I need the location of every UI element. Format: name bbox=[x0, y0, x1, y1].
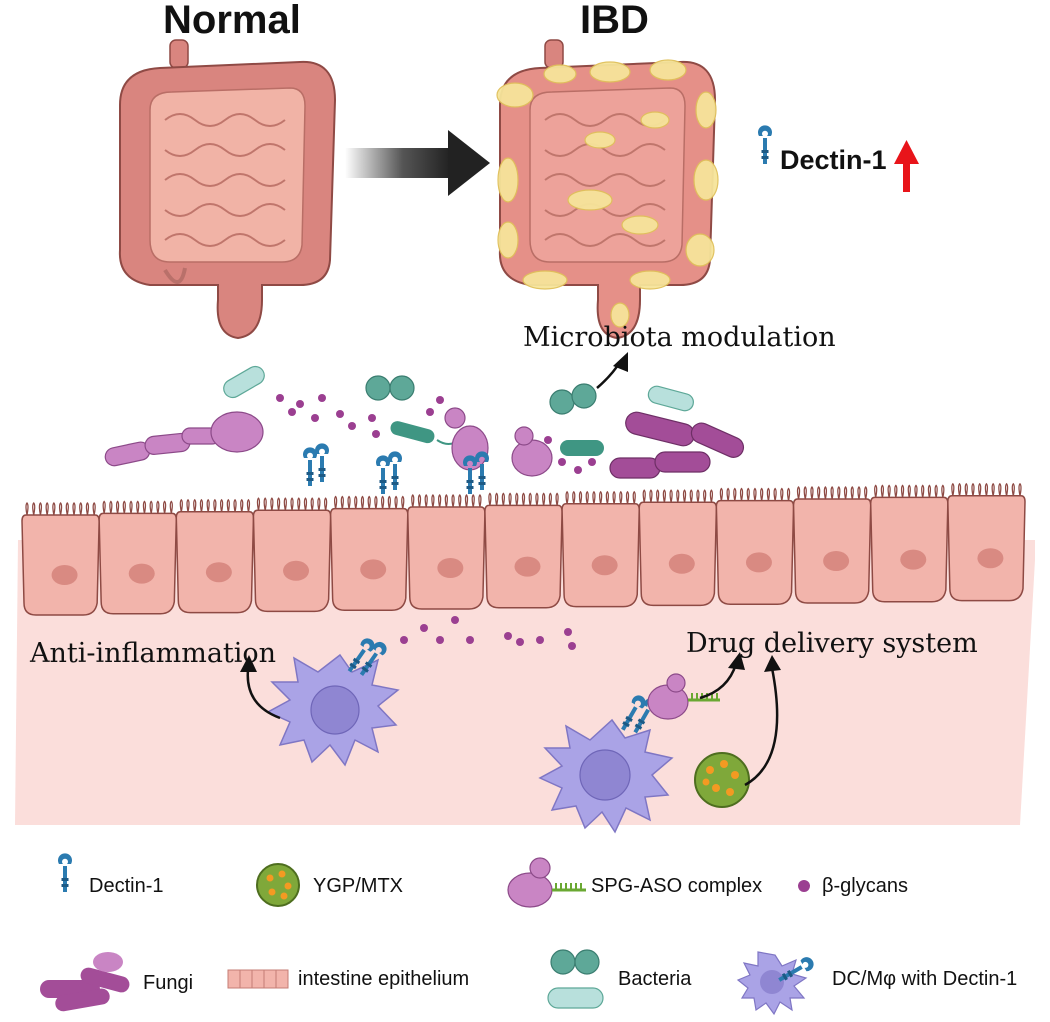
microvilli bbox=[179, 498, 251, 512]
legend-bacteria-label: Bacteria bbox=[618, 968, 692, 990]
microvilli bbox=[951, 482, 1022, 496]
title-ibd: IBD bbox=[580, 0, 649, 42]
epithelial-cell bbox=[252, 509, 332, 613]
microvilli bbox=[565, 490, 636, 504]
microvilli bbox=[488, 492, 559, 506]
microvilli bbox=[874, 484, 945, 498]
legend-ygp-icon bbox=[256, 863, 300, 907]
epithelial-cell bbox=[561, 503, 640, 608]
microbiota-modulation-label: Microbiota modulation bbox=[523, 322, 836, 353]
dectin-receptor-1 bbox=[303, 443, 329, 486]
normal-intestine bbox=[118, 39, 337, 340]
bacteria-lumen bbox=[223, 365, 265, 399]
legend-fungi-label: Fungi bbox=[143, 972, 194, 994]
legend-glycans-label: β-glycans bbox=[822, 875, 908, 897]
beta-glycans-lumen bbox=[276, 394, 596, 474]
microvilli bbox=[796, 486, 868, 500]
beta-glycans-lamina bbox=[400, 616, 576, 650]
dectin-icon bbox=[758, 125, 772, 164]
anti-inflammation-arrow bbox=[246, 669, 281, 720]
microvilli bbox=[256, 497, 328, 511]
legend-glycan-icon bbox=[798, 880, 810, 892]
diplococcus-lumen bbox=[365, 375, 415, 401]
epithelial-cell bbox=[175, 511, 255, 614]
microvilli bbox=[719, 487, 791, 501]
cell-nucleus bbox=[51, 565, 78, 585]
epithelial-cell bbox=[869, 496, 949, 603]
legend-fungi-icon bbox=[40, 952, 130, 1012]
legend-dectin-label: Dectin-1 bbox=[89, 875, 164, 897]
spg-aso-bound bbox=[647, 673, 720, 720]
epithelial-cell bbox=[947, 495, 1026, 602]
epithelial-cell bbox=[792, 498, 872, 604]
legend-dc-icon bbox=[736, 951, 808, 1016]
microvilli bbox=[25, 502, 96, 516]
dectin-receptor-3 bbox=[463, 451, 489, 494]
epithelial-cell bbox=[484, 504, 563, 609]
cell-nucleus bbox=[591, 555, 618, 576]
cell-nucleus bbox=[514, 556, 541, 577]
drug-delivery-arrow-2 bbox=[744, 667, 779, 787]
epithelial-cell bbox=[98, 512, 178, 615]
epithelial-cell bbox=[329, 507, 409, 611]
cell-nucleus bbox=[437, 558, 464, 578]
fungi-lumen-right bbox=[609, 411, 745, 479]
cell-nucleus bbox=[205, 562, 232, 583]
drug-delivery-label: Drug delivery system bbox=[686, 628, 978, 659]
legend-epithelium-label: intestine epithelium bbox=[298, 968, 470, 990]
up-arrow-icon bbox=[894, 140, 919, 192]
progression-arrow bbox=[345, 130, 490, 196]
cell-nucleus bbox=[977, 548, 1004, 569]
microvilli bbox=[642, 489, 714, 503]
legend-ygp-label: YGP/MTX bbox=[313, 875, 404, 897]
legend-spg-label: SPG-ASO complex bbox=[591, 875, 763, 897]
dc-macrophage-left bbox=[266, 653, 400, 767]
dectin-upregulation-label: Dectin-1 bbox=[780, 145, 887, 175]
diplococcus-lumen-2 bbox=[549, 383, 597, 415]
ibd-intestine bbox=[496, 39, 719, 340]
cell-nucleus bbox=[823, 551, 850, 571]
dc-macrophage-right bbox=[538, 718, 674, 834]
microvilli bbox=[102, 500, 173, 514]
arrowheads bbox=[240, 352, 781, 672]
dectin-receptor-2 bbox=[376, 451, 402, 494]
title-normal: Normal bbox=[163, 0, 301, 42]
legend-spg-icon bbox=[507, 857, 586, 908]
cell-nucleus bbox=[128, 563, 155, 584]
microvilli bbox=[333, 495, 405, 509]
ygp-mtx-particle bbox=[694, 752, 750, 808]
cell-nucleus bbox=[745, 552, 772, 573]
epithelial-cell bbox=[407, 506, 486, 610]
anti-inflammation-label: Anti-inflammation bbox=[30, 638, 277, 669]
legend-bacteria-icon bbox=[547, 949, 604, 1009]
legend-dc-label: DC/Mφ with Dectin-1 bbox=[832, 968, 1018, 990]
legend-dectin-icon bbox=[58, 853, 72, 892]
fungi-lumen-left bbox=[104, 411, 264, 467]
cell-nucleus bbox=[283, 560, 310, 581]
cell-nucleus bbox=[360, 559, 387, 580]
epithelial-cell bbox=[638, 501, 718, 607]
intestine-epithelium bbox=[21, 482, 1026, 616]
microvilli bbox=[411, 494, 482, 508]
epithelial-cell bbox=[715, 499, 795, 605]
legend-epithelium-icon bbox=[227, 969, 289, 989]
cell-nucleus bbox=[900, 549, 927, 570]
spg-particle-lumen-2 bbox=[511, 426, 604, 477]
epithelial-cell bbox=[21, 514, 100, 616]
cell-nucleus bbox=[668, 553, 695, 574]
bacteria-lumen-2 bbox=[647, 385, 694, 412]
